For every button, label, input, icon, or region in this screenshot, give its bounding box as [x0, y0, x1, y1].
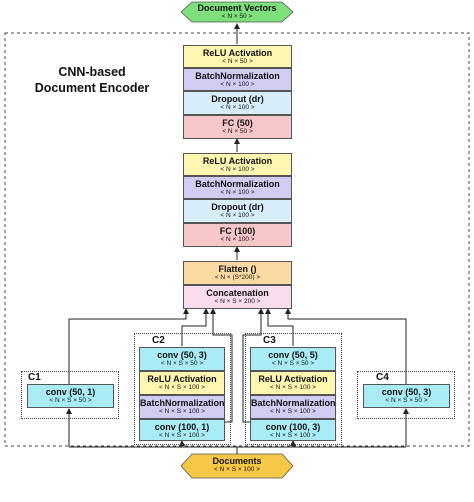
layer-shape: < N × S × 100 > [159, 384, 205, 392]
mid-relu-block: ReLU Activation < N × 100 > [183, 153, 292, 176]
layer-label: ReLU Activation [202, 156, 273, 166]
input-shape: < N × S × 100 > [214, 466, 260, 473]
layer-label: Dropout (dr) [211, 202, 264, 212]
input-node: Documents < N × S × 100 > [181, 456, 293, 473]
concatenation-block: Concatenation < N × S × 200 > [183, 285, 292, 309]
layer-label: conv (100, 1) [154, 422, 210, 432]
layer-label: BatchNormalization [195, 71, 280, 81]
layer-shape: < N × 100 > [220, 104, 255, 112]
top-dropout-block: Dropout (dr) < N × 100 > [183, 91, 292, 115]
layer-shape: < N × 100 > [220, 236, 255, 244]
layer-label: conv (100, 3) [265, 422, 321, 432]
c1-conv-block: conv (50, 1) < N × S × 50 > [27, 384, 114, 408]
c3-label: C3 [263, 335, 276, 346]
layer-shape: < N × S × 50 > [49, 397, 92, 405]
output-label: Document Vectors [197, 3, 277, 13]
c4-conv-block: conv (50, 3) < N × S × 50 > [363, 384, 450, 408]
layer-label: ReLU Activation [258, 374, 328, 384]
c4-group [357, 371, 455, 419]
layer-shape: < N × S × 100 > [270, 432, 316, 440]
layer-shape: < N × 100 > [220, 212, 255, 220]
layer-label: conv (50, 5) [268, 350, 318, 360]
c2-conv-block: conv (50, 3) < N × S × 50 > [139, 347, 225, 371]
layer-label: BatchNormalization [251, 398, 336, 408]
mid-fc-block: FC (100) < N × 100 > [183, 223, 292, 247]
layer-label: BatchNormalization [140, 398, 225, 408]
layer-label: Flatten () [218, 264, 257, 274]
c3-batchnorm-block: BatchNormalization < N × S × 100 > [250, 395, 336, 419]
layer-label: conv (50, 3) [381, 387, 432, 397]
c4-label: C4 [376, 372, 389, 383]
layer-label: Concatenation [206, 288, 269, 298]
output-node: Document Vectors < N × 50 > [181, 3, 293, 20]
c3-group [245, 333, 342, 445]
layer-label: Dropout (dr) [211, 94, 264, 104]
top-batchnorm-block: BatchNormalization < N × 100 > [183, 68, 292, 91]
input-hexagon [180, 453, 294, 479]
layer-shape: < N × 50 > [222, 128, 253, 136]
input-label: Documents [212, 456, 262, 466]
output-shape: < N × 50 > [221, 13, 253, 20]
mid-batchnorm-block: BatchNormalization < N × 100 > [183, 176, 292, 199]
top-fc-block: FC (50) < N × 50 > [183, 115, 292, 139]
c1-label: C1 [28, 372, 41, 383]
layer-label: FC (100) [219, 226, 256, 236]
c1-group [21, 371, 119, 419]
c2-relu-block: ReLU Activation < N × S × 100 > [139, 371, 225, 395]
top-relu-block: ReLU Activation < N × 50 > [183, 45, 292, 68]
layer-label: ReLU Activation [202, 48, 273, 58]
output-hexagon [180, 1, 294, 23]
c2-residual [210, 308, 233, 423]
layer-shape: < N × (S*200) > [214, 274, 261, 282]
c3-conv-input-block: conv (100, 3) < N × S × 100 > [250, 419, 336, 441]
layer-shape: < N × S × 100 > [270, 408, 316, 416]
layer-label: ReLU Activation [147, 374, 217, 384]
layer-shape: < N × 50 > [222, 58, 253, 66]
layer-shape: < N × 100 > [220, 189, 255, 197]
mid-dropout-block: Dropout (dr) < N × 100 > [183, 199, 292, 223]
layer-label: BatchNormalization [195, 179, 280, 189]
layer-shape: < N × 100 > [220, 81, 255, 89]
layer-shape: < N × S × 100 > [159, 432, 205, 440]
layer-shape: < N × S × 50 > [160, 360, 204, 368]
layer-shape: < N × S × 50 > [385, 397, 428, 405]
layer-shape: < N × 100 > [220, 166, 255, 174]
flatten-block: Flatten () < N × (S*200) > [183, 261, 292, 285]
encoder-title-line1: CNN-based [58, 65, 126, 79]
c3-relu-block: ReLU Activation < N × S × 100 > [250, 371, 336, 395]
layer-shape: < N × S × 100 > [270, 384, 316, 392]
layer-shape: < N × S × 100 > [159, 408, 205, 416]
c2-batchnorm-block: BatchNormalization < N × S × 100 > [139, 395, 225, 419]
c2-label: C2 [152, 335, 165, 346]
encoder-title-line2: Document Encoder [34, 81, 150, 96]
layer-label: FC (50) [222, 118, 253, 128]
layer-shape: < N × S × 50 > [271, 360, 315, 368]
layer-label: conv (50, 3) [157, 350, 207, 360]
c4-to-concat [285, 308, 407, 384]
layer-shape: < N × S × 200 > [214, 298, 261, 306]
c2-group [134, 333, 231, 445]
c1-to-concat [68, 308, 189, 384]
c2-to-concat [181, 308, 209, 346]
c3-to-concat [265, 308, 294, 346]
layer-label: conv (50, 1) [45, 387, 96, 397]
c3-conv-block: conv (50, 5) < N × S × 50 > [250, 347, 336, 371]
encoder-title: CNN-based Document Encoder [22, 64, 162, 97]
c2-conv-input-block: conv (100, 1) < N × S × 100 > [139, 419, 225, 441]
